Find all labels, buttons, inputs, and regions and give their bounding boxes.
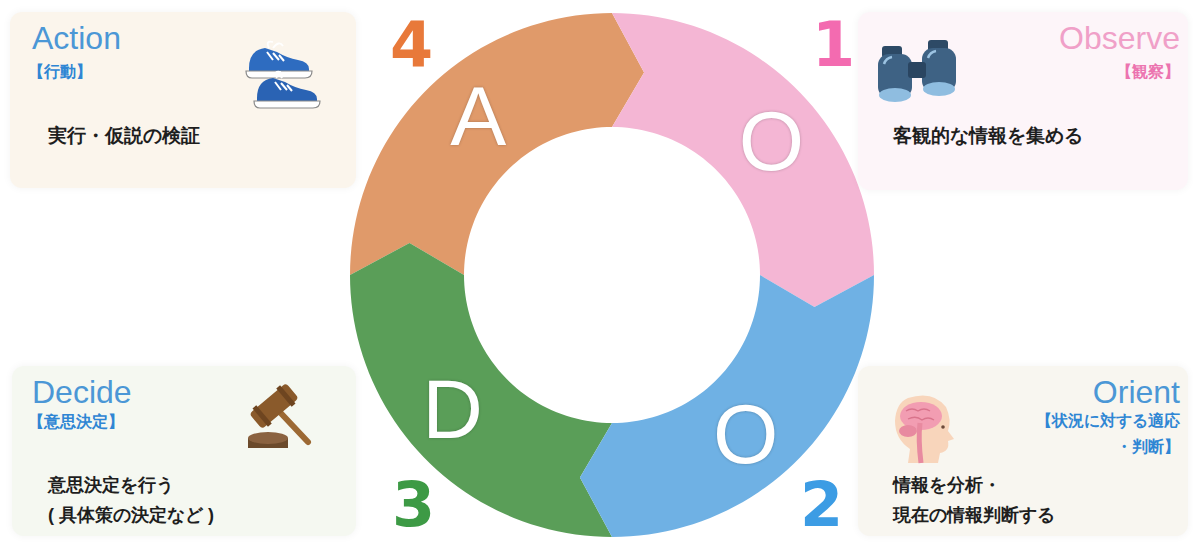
stage-subtitle: 【状況に対する適応 ・判断】	[1036, 408, 1180, 460]
stage-subtitle: 【意思決定】	[28, 412, 124, 432]
decide-panel: Decide【意思決定】意思決定を行う ( 具体策の決定など )	[12, 366, 356, 536]
stage-title: Decide	[32, 372, 132, 412]
step-number: 3	[392, 474, 435, 536]
stage-body: 情報を分析・ 現在の情報判断する	[893, 470, 1055, 530]
segment-outline	[350, 243, 612, 537]
text-line: ・判断】	[1036, 434, 1180, 460]
stage-title: Action	[32, 18, 121, 58]
segment-outline	[350, 13, 644, 275]
stage-subtitle: 【行動】	[28, 62, 92, 82]
segment-letter: O	[713, 392, 778, 476]
text-line: ( 具体策の決定など )	[48, 500, 214, 530]
text-line: 情報を分析・	[893, 470, 1055, 500]
segment-letter: D	[422, 367, 483, 451]
orient-panel: Orient【状況に対する適応 ・判断】情報を分析・ 現在の情報判断する	[858, 366, 1188, 536]
stage-body: 実行・仮説の検証	[48, 124, 200, 148]
stage-body: 客観的な情報を集める	[893, 124, 1083, 148]
text-line: 現在の情報判断する	[893, 500, 1055, 530]
text-line: 【状況に対する適応	[1036, 408, 1180, 434]
segment-outline	[612, 13, 874, 307]
stage-title: Orient	[1093, 372, 1180, 412]
stage-subtitle: 【観察】	[1116, 62, 1180, 82]
step-number: 4	[390, 14, 433, 76]
text-line: 意思決定を行う	[48, 470, 214, 500]
step-number: 2	[800, 474, 843, 536]
segment-letter: O	[739, 99, 804, 183]
stage-title: Observe	[1059, 18, 1180, 58]
observe-panel: Observe 【観察】客観的な情報を集める	[858, 12, 1188, 190]
segment-outline	[580, 275, 874, 537]
ring-segment-arrow: D	[348, 240, 614, 539]
step-number: 1	[812, 14, 855, 76]
segment-letter: A	[450, 74, 506, 158]
stage-body: 意思決定を行う ( 具体策の決定など )	[48, 470, 214, 530]
